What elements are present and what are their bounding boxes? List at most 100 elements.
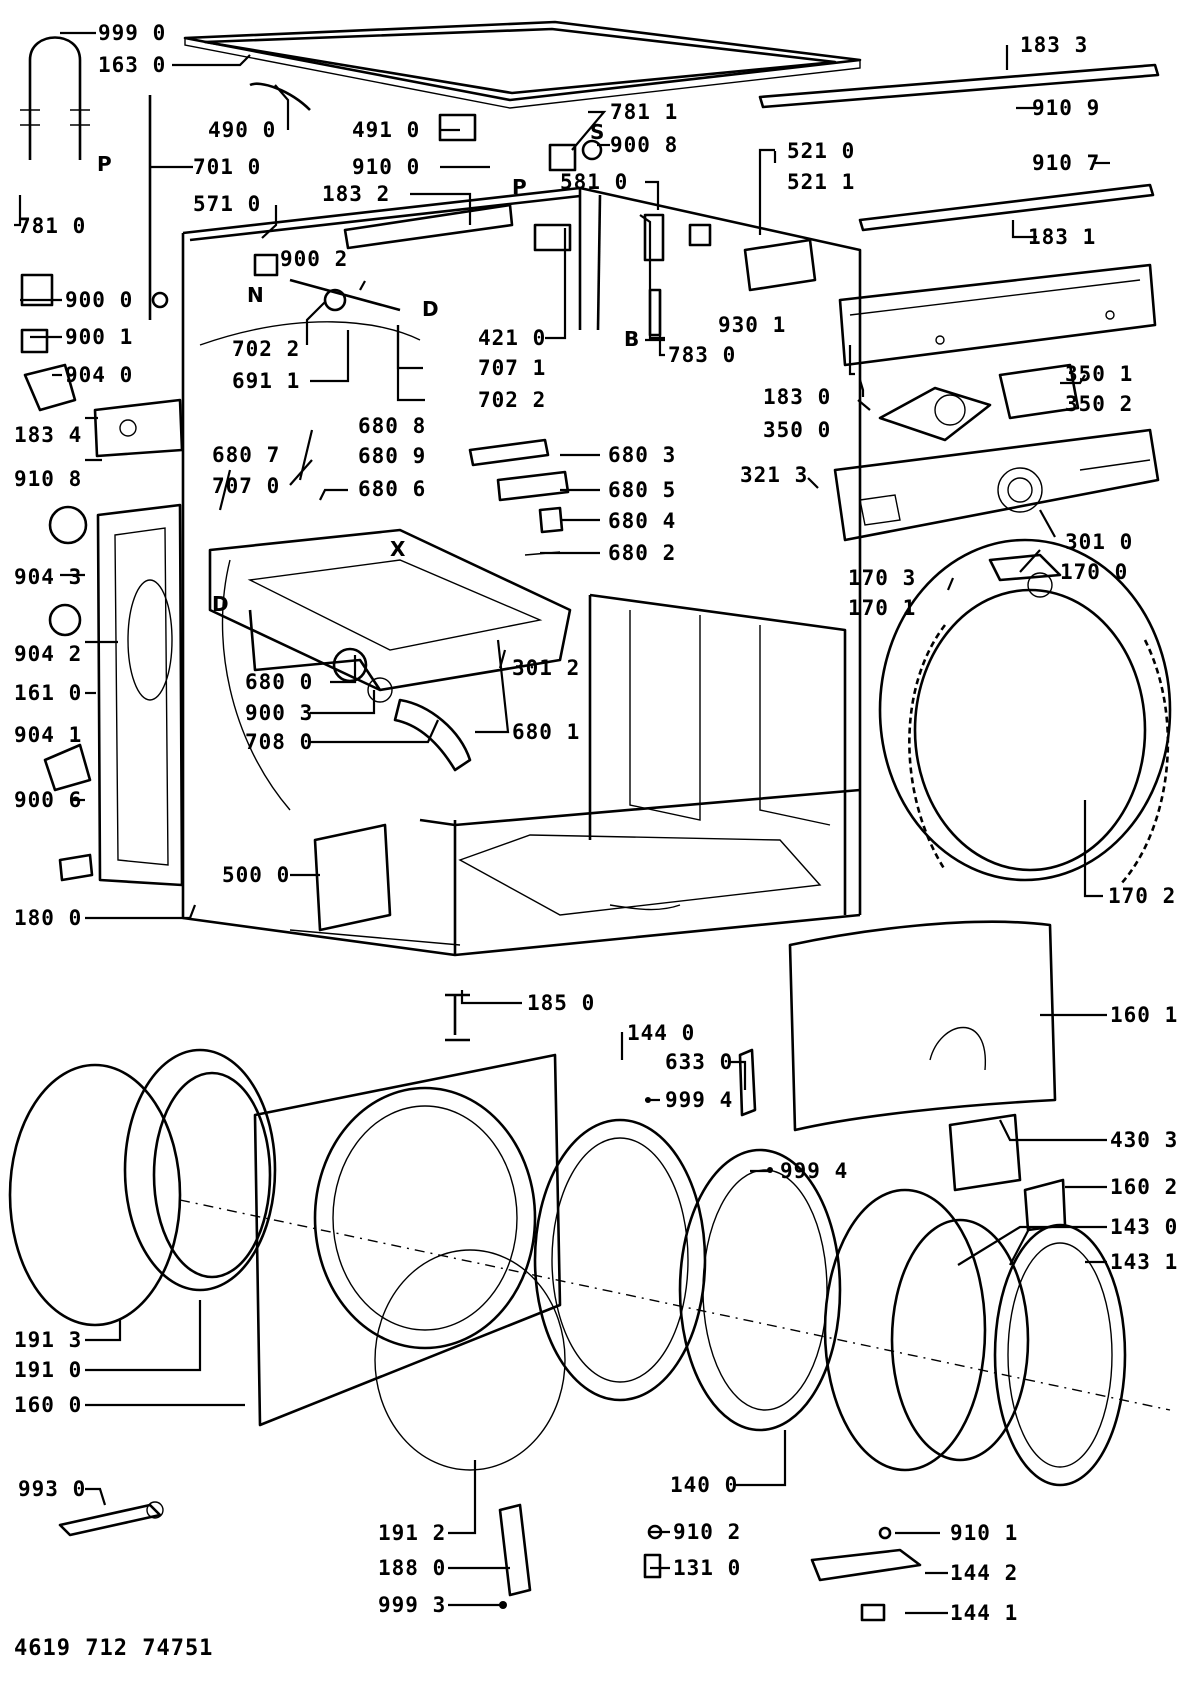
callout-170-3: 170 3 — [848, 566, 917, 590]
callout-680-1: 680 1 — [512, 720, 581, 744]
letter-d-left: D — [212, 592, 229, 616]
callout-910-9: 910 9 — [1032, 96, 1101, 120]
callout-900-3: 900 3 — [245, 701, 314, 725]
small-hardware — [58, 1048, 1067, 1622]
top-lid — [183, 20, 862, 109]
callout-999-4-b: 999 4 — [780, 1159, 849, 1183]
callout-161-0: 161 0 — [14, 681, 83, 705]
callout-490-0: 490 0 — [208, 118, 277, 142]
callout-180-0: 180 0 — [14, 906, 83, 930]
detergent-dispenser — [208, 438, 572, 772]
callout-321-3: 321 3 — [740, 463, 809, 487]
callout-691-1: 691 1 — [232, 369, 301, 393]
door-rings — [8, 1048, 1127, 1487]
callout-188-0: 188 0 — [378, 1556, 447, 1580]
callout-680-0: 680 0 — [245, 670, 314, 694]
letter-d-top: D — [422, 297, 439, 321]
leader-lines — [14, 31, 1110, 1615]
callout-680-4: 680 4 — [608, 509, 677, 533]
callout-702-2-a: 702 2 — [232, 337, 301, 361]
front-cover-160-1 — [788, 920, 1057, 1132]
callout-301-0: 301 0 — [1065, 530, 1134, 554]
callout-191-0: 191 0 — [14, 1358, 83, 1382]
callout-781-0: 781 0 — [18, 214, 87, 238]
callout-680-3: 680 3 — [608, 443, 677, 467]
top-rails — [343, 63, 1160, 250]
callout-910-0: 910 0 — [352, 155, 421, 179]
callout-702-2-b: 702 2 — [478, 388, 547, 412]
callout-350-1: 350 1 — [1065, 362, 1134, 386]
callout-904-3: 904 3 — [14, 565, 83, 589]
callout-680-5: 680 5 — [608, 478, 677, 502]
callout-144-1: 144 1 — [950, 1601, 1019, 1625]
callout-900-0: 900 0 — [65, 288, 134, 312]
cabinet-frame — [181, 186, 862, 957]
centre-axis — [179, 1199, 1171, 1411]
callout-707-1: 707 1 — [478, 356, 547, 380]
control-panel — [833, 363, 1160, 542]
callout-930-1: 930 1 — [718, 313, 787, 337]
callout-191-2: 191 2 — [378, 1521, 447, 1545]
callout-160-1: 160 1 — [1110, 1003, 1179, 1027]
callout-163-0: 163 0 — [98, 53, 167, 77]
door-bellows — [878, 538, 1172, 886]
callout-170-0: 170 0 — [1060, 560, 1129, 584]
callout-500-0: 500 0 — [222, 863, 291, 887]
callout-900-1: 900 1 — [65, 325, 134, 349]
inlet-hoses — [20, 36, 817, 1042]
callout-160-0: 160 0 — [14, 1393, 83, 1417]
footer-reference-number: 4619 712 74751 — [14, 1636, 214, 1661]
callout-143-1: 143 1 — [1110, 1250, 1179, 1274]
callout-185-0: 185 0 — [527, 991, 596, 1015]
callout-999-4-a: 999 4 — [665, 1088, 734, 1112]
letter-p-hose: P — [97, 152, 112, 176]
callout-183-1: 183 1 — [1028, 225, 1097, 249]
front-panel — [253, 1053, 562, 1427]
callout-680-7: 680 7 — [212, 443, 281, 467]
callout-170-1: 170 1 — [848, 596, 917, 620]
letter-n: N — [247, 283, 264, 307]
callout-783-0: 783 0 — [668, 343, 737, 367]
callout-144-2: 144 2 — [950, 1561, 1019, 1585]
callout-183-4: 183 4 — [14, 423, 83, 447]
callout-633-0: 633 0 — [665, 1050, 734, 1074]
side-panel — [93, 398, 184, 887]
callout-680-2: 680 2 — [608, 541, 677, 565]
callout-707-0: 707 0 — [212, 474, 281, 498]
callout-910-7: 910 7 — [1032, 151, 1101, 175]
letter-b: B — [624, 327, 640, 351]
letter-p-valve: P — [512, 175, 527, 199]
callout-781-1: 781 1 — [610, 100, 679, 124]
callout-904-0: 904 0 — [65, 363, 134, 387]
callout-999-0: 999 0 — [98, 21, 167, 45]
callout-350-2: 350 2 — [1065, 392, 1134, 416]
callout-904-2: 904 2 — [14, 642, 83, 666]
callout-910-8: 910 8 — [14, 467, 83, 491]
callout-571-0: 571 0 — [193, 192, 262, 216]
callout-701-0: 701 0 — [193, 155, 262, 179]
letter-x: X — [390, 537, 406, 561]
callout-910-1: 910 1 — [950, 1521, 1019, 1545]
callout-143-0: 143 0 — [1110, 1215, 1179, 1239]
callout-581-0: 581 0 — [560, 170, 629, 194]
callout-680-9: 680 9 — [358, 444, 427, 468]
callout-910-2: 910 2 — [673, 1520, 742, 1544]
letter-s: S — [590, 120, 605, 144]
callout-521-0: 521 0 — [787, 139, 856, 163]
callout-430-3: 430 3 — [1110, 1128, 1179, 1152]
callout-904-1: 904 1 — [14, 723, 83, 747]
callout-900-6: 900 6 — [14, 788, 83, 812]
callout-301-2: 301 2 — [512, 656, 581, 680]
callout-170-2: 170 2 — [1108, 884, 1177, 908]
callout-900-8: 900 8 — [610, 133, 679, 157]
callout-183-3: 183 3 — [1020, 33, 1089, 57]
callout-421-0: 421 0 — [478, 326, 547, 350]
callout-680-6: 680 6 — [358, 477, 427, 501]
callout-140-0: 140 0 — [670, 1473, 739, 1497]
callout-144-0: 144 0 — [627, 1021, 696, 1045]
callout-131-0: 131 0 — [673, 1556, 742, 1580]
callout-191-3: 191 3 — [14, 1328, 83, 1352]
callout-999-3: 999 3 — [378, 1593, 447, 1617]
